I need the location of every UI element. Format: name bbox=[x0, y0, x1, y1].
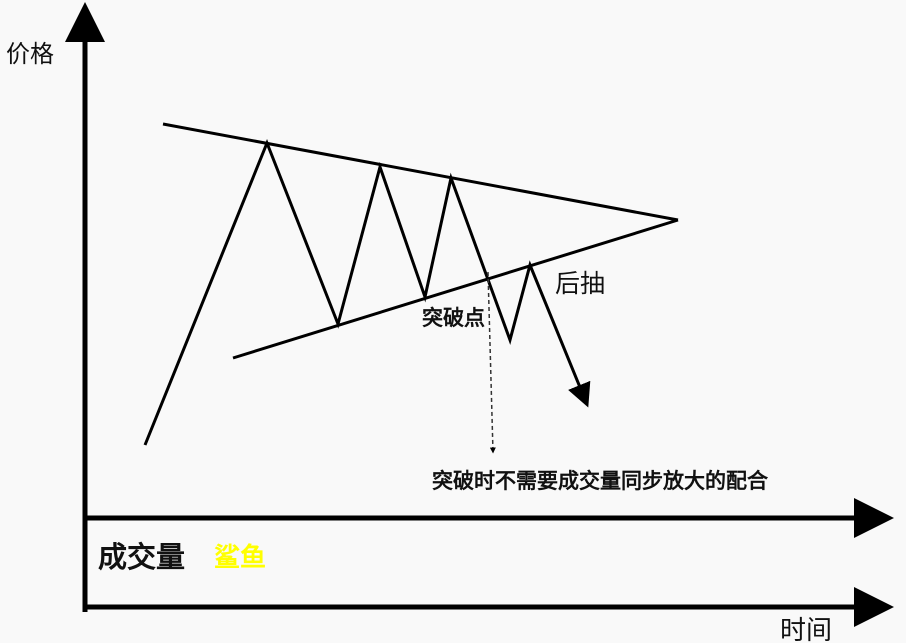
x-axis-label: 时间 bbox=[780, 616, 833, 643]
y-axis-label: 价格 bbox=[6, 40, 54, 68]
lower-trendline bbox=[232, 218, 679, 360]
price-path bbox=[143, 138, 591, 446]
upper-trendline bbox=[162, 122, 679, 222]
yellow-mark: 鲨鱼 bbox=[214, 543, 267, 573]
breakout-dotted-line bbox=[487, 271, 496, 454]
breakout-point-label: 突破点 bbox=[422, 306, 485, 330]
volume-label: 成交量 bbox=[98, 540, 186, 574]
breakout-note: 突破时不需要成交量同步放大的配合 bbox=[432, 469, 768, 493]
pullback-label: 后抽 bbox=[555, 269, 606, 298]
